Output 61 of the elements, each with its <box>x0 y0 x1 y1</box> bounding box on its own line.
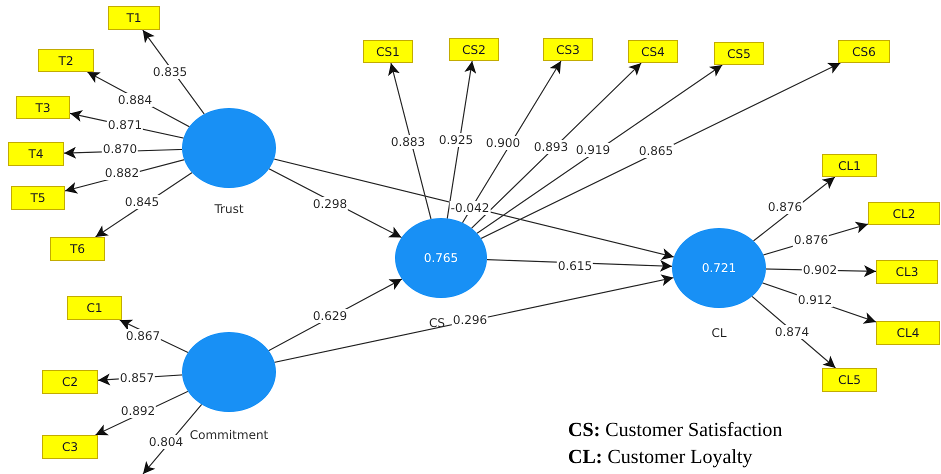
edge-label: 0.865 <box>638 144 674 158</box>
edge-label: 0.892 <box>120 404 156 418</box>
edge-label: 0.882 <box>104 166 140 180</box>
arrow <box>388 62 432 220</box>
indicator-box: T3 <box>16 96 70 119</box>
node-caption: CL <box>711 326 727 340</box>
node-caption: CS <box>429 316 445 330</box>
edge-label: 0.804 <box>148 435 184 449</box>
node-caption: Commitment <box>190 428 268 442</box>
edge-label: 0.871 <box>106 118 144 132</box>
indicator-box: T4 <box>8 142 64 166</box>
arrow <box>480 62 841 239</box>
arrow <box>446 60 476 218</box>
indicator-box: CL3 <box>876 260 938 284</box>
arrow <box>274 274 674 363</box>
indicator-box: CS6 <box>838 40 890 63</box>
edge-label: 0.912 <box>796 293 834 307</box>
edge-label: -0.042 <box>450 201 490 215</box>
edge-label: 0.298 <box>312 197 348 211</box>
indicator-box: CL5 <box>822 368 877 392</box>
abbreviation-note: CL: Customer Loyalty <box>568 446 752 469</box>
edge-label: 0.919 <box>574 143 612 157</box>
indicator-box: T1 <box>108 6 160 30</box>
indicator-box: CS4 <box>628 40 678 63</box>
edge-label: 0.884 <box>116 93 154 107</box>
edge-label: 0.867 <box>124 329 162 343</box>
edge-label: 0.845 <box>124 195 160 209</box>
indicator-box: T5 <box>11 186 65 210</box>
indicator-box: C1 <box>67 296 122 320</box>
indicator-box: CS2 <box>449 38 499 61</box>
edge-label: 0.857 <box>118 371 156 385</box>
edge-label: 0.900 <box>484 136 522 150</box>
indicator-box: C3 <box>42 435 98 459</box>
indicator-box: T6 <box>50 237 105 261</box>
edge-label: 0.870 <box>102 142 138 156</box>
edge-label: 0.925 <box>438 133 474 147</box>
construct-circle: 0.765 <box>395 218 487 298</box>
arrow <box>471 62 642 229</box>
edge-label: 0.902 <box>802 263 838 277</box>
indicator-box: T2 <box>38 49 94 72</box>
edge-label: 0.296 <box>452 313 488 327</box>
indicator-box: C2 <box>42 370 98 394</box>
edge-label: 0.615 <box>556 259 594 273</box>
edge-label: 0.876 <box>766 200 804 214</box>
abbreviation-note: CS: Customer Satisfaction <box>568 419 782 442</box>
indicator-box: CL4 <box>876 321 940 345</box>
indicator-box: CS5 <box>714 42 764 65</box>
indicator-box: CS1 <box>363 40 413 63</box>
arrow <box>476 64 723 234</box>
indicator-box: CS3 <box>543 38 593 61</box>
construct-circle: 0.721 <box>672 228 766 308</box>
indicator-box: CL2 <box>868 202 940 225</box>
indicator-box: CL1 <box>822 154 877 177</box>
edge-label: 0.874 <box>774 325 810 339</box>
edge-label: 0.835 <box>152 65 188 79</box>
edge-label: 0.893 <box>532 140 570 154</box>
node-caption: Trust <box>214 202 244 216</box>
edge-label: 0.629 <box>312 309 348 323</box>
edge-label: 0.876 <box>792 233 830 247</box>
edge-label: 0.883 <box>390 135 426 149</box>
arrow <box>274 158 674 260</box>
